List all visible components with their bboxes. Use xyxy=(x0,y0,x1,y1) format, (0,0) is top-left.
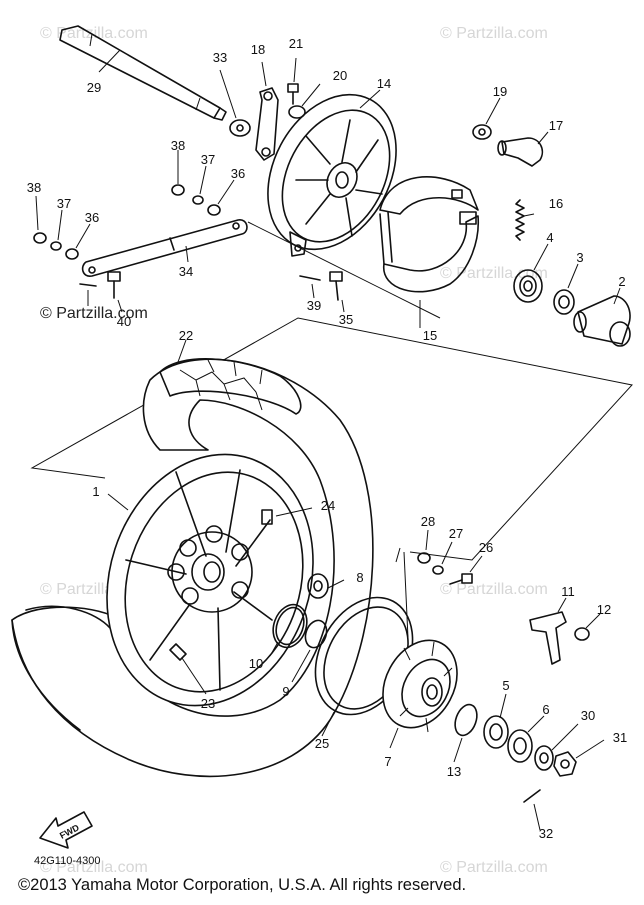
cotter-pin-39 xyxy=(299,275,321,299)
callout-17: 17 xyxy=(549,118,563,133)
bolt-40 xyxy=(107,271,123,313)
callout-38: 38 xyxy=(27,180,41,195)
callout-13: 13 xyxy=(447,764,461,779)
plate-20 xyxy=(288,83,321,119)
callout-18: 18 xyxy=(251,42,265,57)
watermark: © Partzilla.com xyxy=(440,859,548,876)
callout-5: 5 xyxy=(502,678,509,693)
callout-40: 40 xyxy=(117,314,131,329)
o-ring-13 xyxy=(453,703,478,763)
callout-14: 14 xyxy=(377,76,391,91)
o-ring-10 xyxy=(269,603,308,657)
callout-35: 35 xyxy=(339,312,353,327)
callout-19: 19 xyxy=(493,84,507,99)
callout-30: 30 xyxy=(581,708,595,723)
watermark: © Partzilla.com xyxy=(440,265,548,282)
callout-6: 6 xyxy=(542,702,549,717)
callout-12: 12 xyxy=(597,602,611,617)
watermark: © Partzilla.com xyxy=(40,859,148,876)
washer-33 xyxy=(219,69,251,137)
brake-cam-lever xyxy=(255,61,279,161)
brake-shoe-plate xyxy=(267,89,397,257)
callout-3: 3 xyxy=(576,250,583,265)
bolt-26 xyxy=(449,555,483,585)
callout-26: 26 xyxy=(479,540,493,555)
callout-28: 28 xyxy=(421,514,435,529)
callout-11: 11 xyxy=(561,584,575,599)
washer-36b xyxy=(207,179,235,216)
washer-36a xyxy=(65,223,91,260)
callout-4: 4 xyxy=(546,230,553,245)
clutch-hub xyxy=(382,551,458,749)
o-ring-9 xyxy=(291,619,328,683)
callout-33: 33 xyxy=(213,50,227,65)
callout-37: 37 xyxy=(57,196,71,211)
callout-27: 27 xyxy=(449,526,463,541)
washer-27 xyxy=(432,541,453,575)
bearing-5 xyxy=(483,693,509,749)
callout-22: 22 xyxy=(179,328,193,343)
fwd-arrow-icon: FWD xyxy=(39,811,93,849)
callout-9: 9 xyxy=(282,684,289,699)
callout-20: 20 xyxy=(333,68,347,83)
callout-34: 34 xyxy=(179,264,193,279)
callout-37: 37 xyxy=(201,152,215,167)
collar-8 xyxy=(307,573,345,599)
callout-7: 7 xyxy=(384,754,391,769)
collar-2 xyxy=(573,287,631,347)
callout-36: 36 xyxy=(231,166,245,181)
callout-32: 32 xyxy=(539,826,553,841)
washer-19 xyxy=(472,97,501,140)
watermark: © Partzilla.com xyxy=(440,581,548,598)
washer-30 xyxy=(534,723,579,771)
part-code: 42G110-4300 xyxy=(34,855,100,867)
oil-seal-3 xyxy=(553,263,579,315)
callout-16: 16 xyxy=(549,196,563,211)
callout-8: 8 xyxy=(356,570,363,585)
assembly-frame-lines xyxy=(30,221,633,563)
callout-numbers: 1 2 3 4 5 6 7 8 9 10 11 12 13 14 15 16 1… xyxy=(27,36,627,841)
rear-axle xyxy=(59,25,227,121)
callout-39: 39 xyxy=(307,298,321,313)
nut-38b xyxy=(171,150,185,196)
callout-2: 2 xyxy=(618,274,625,289)
washer-37b xyxy=(192,165,207,205)
return-spring xyxy=(515,199,535,241)
callout-10: 10 xyxy=(249,656,263,671)
tension-bar xyxy=(81,219,248,277)
washer-37a xyxy=(50,209,63,251)
callout-15: 15 xyxy=(423,328,437,343)
callout-23: 23 xyxy=(201,696,215,711)
callout-38: 38 xyxy=(171,138,185,153)
callout-24: 24 xyxy=(321,498,335,513)
brake-camshaft xyxy=(497,131,549,167)
bolt-21 xyxy=(287,57,299,105)
copyright-notice: ©2013 Yamaha Motor Corporation, U.S.A. A… xyxy=(18,876,467,894)
nut-28 xyxy=(417,529,431,564)
axle-nut-31 xyxy=(553,739,605,777)
watermark: © Partzilla.com xyxy=(440,25,548,42)
watermark: © Partzilla.com xyxy=(40,25,148,42)
nut-38a xyxy=(33,195,47,244)
callout-25: 25 xyxy=(315,736,329,751)
nut-12 xyxy=(574,613,601,641)
bolt-35 xyxy=(329,271,345,313)
callout-31: 31 xyxy=(613,730,627,745)
callout-29: 29 xyxy=(87,80,101,95)
bearing-6 xyxy=(507,715,545,763)
bearing-4 xyxy=(513,243,549,303)
brake-shoes xyxy=(379,176,480,328)
plate-11 xyxy=(529,597,567,665)
tire xyxy=(11,339,374,778)
cotter-pin-39a xyxy=(79,283,97,306)
callout-36: 36 xyxy=(85,210,99,225)
watermark: © Partzilla.com xyxy=(40,305,148,322)
callout-1: 1 xyxy=(92,484,99,499)
callout-21: 21 xyxy=(289,36,303,51)
cotter-pin-32 xyxy=(523,789,541,831)
